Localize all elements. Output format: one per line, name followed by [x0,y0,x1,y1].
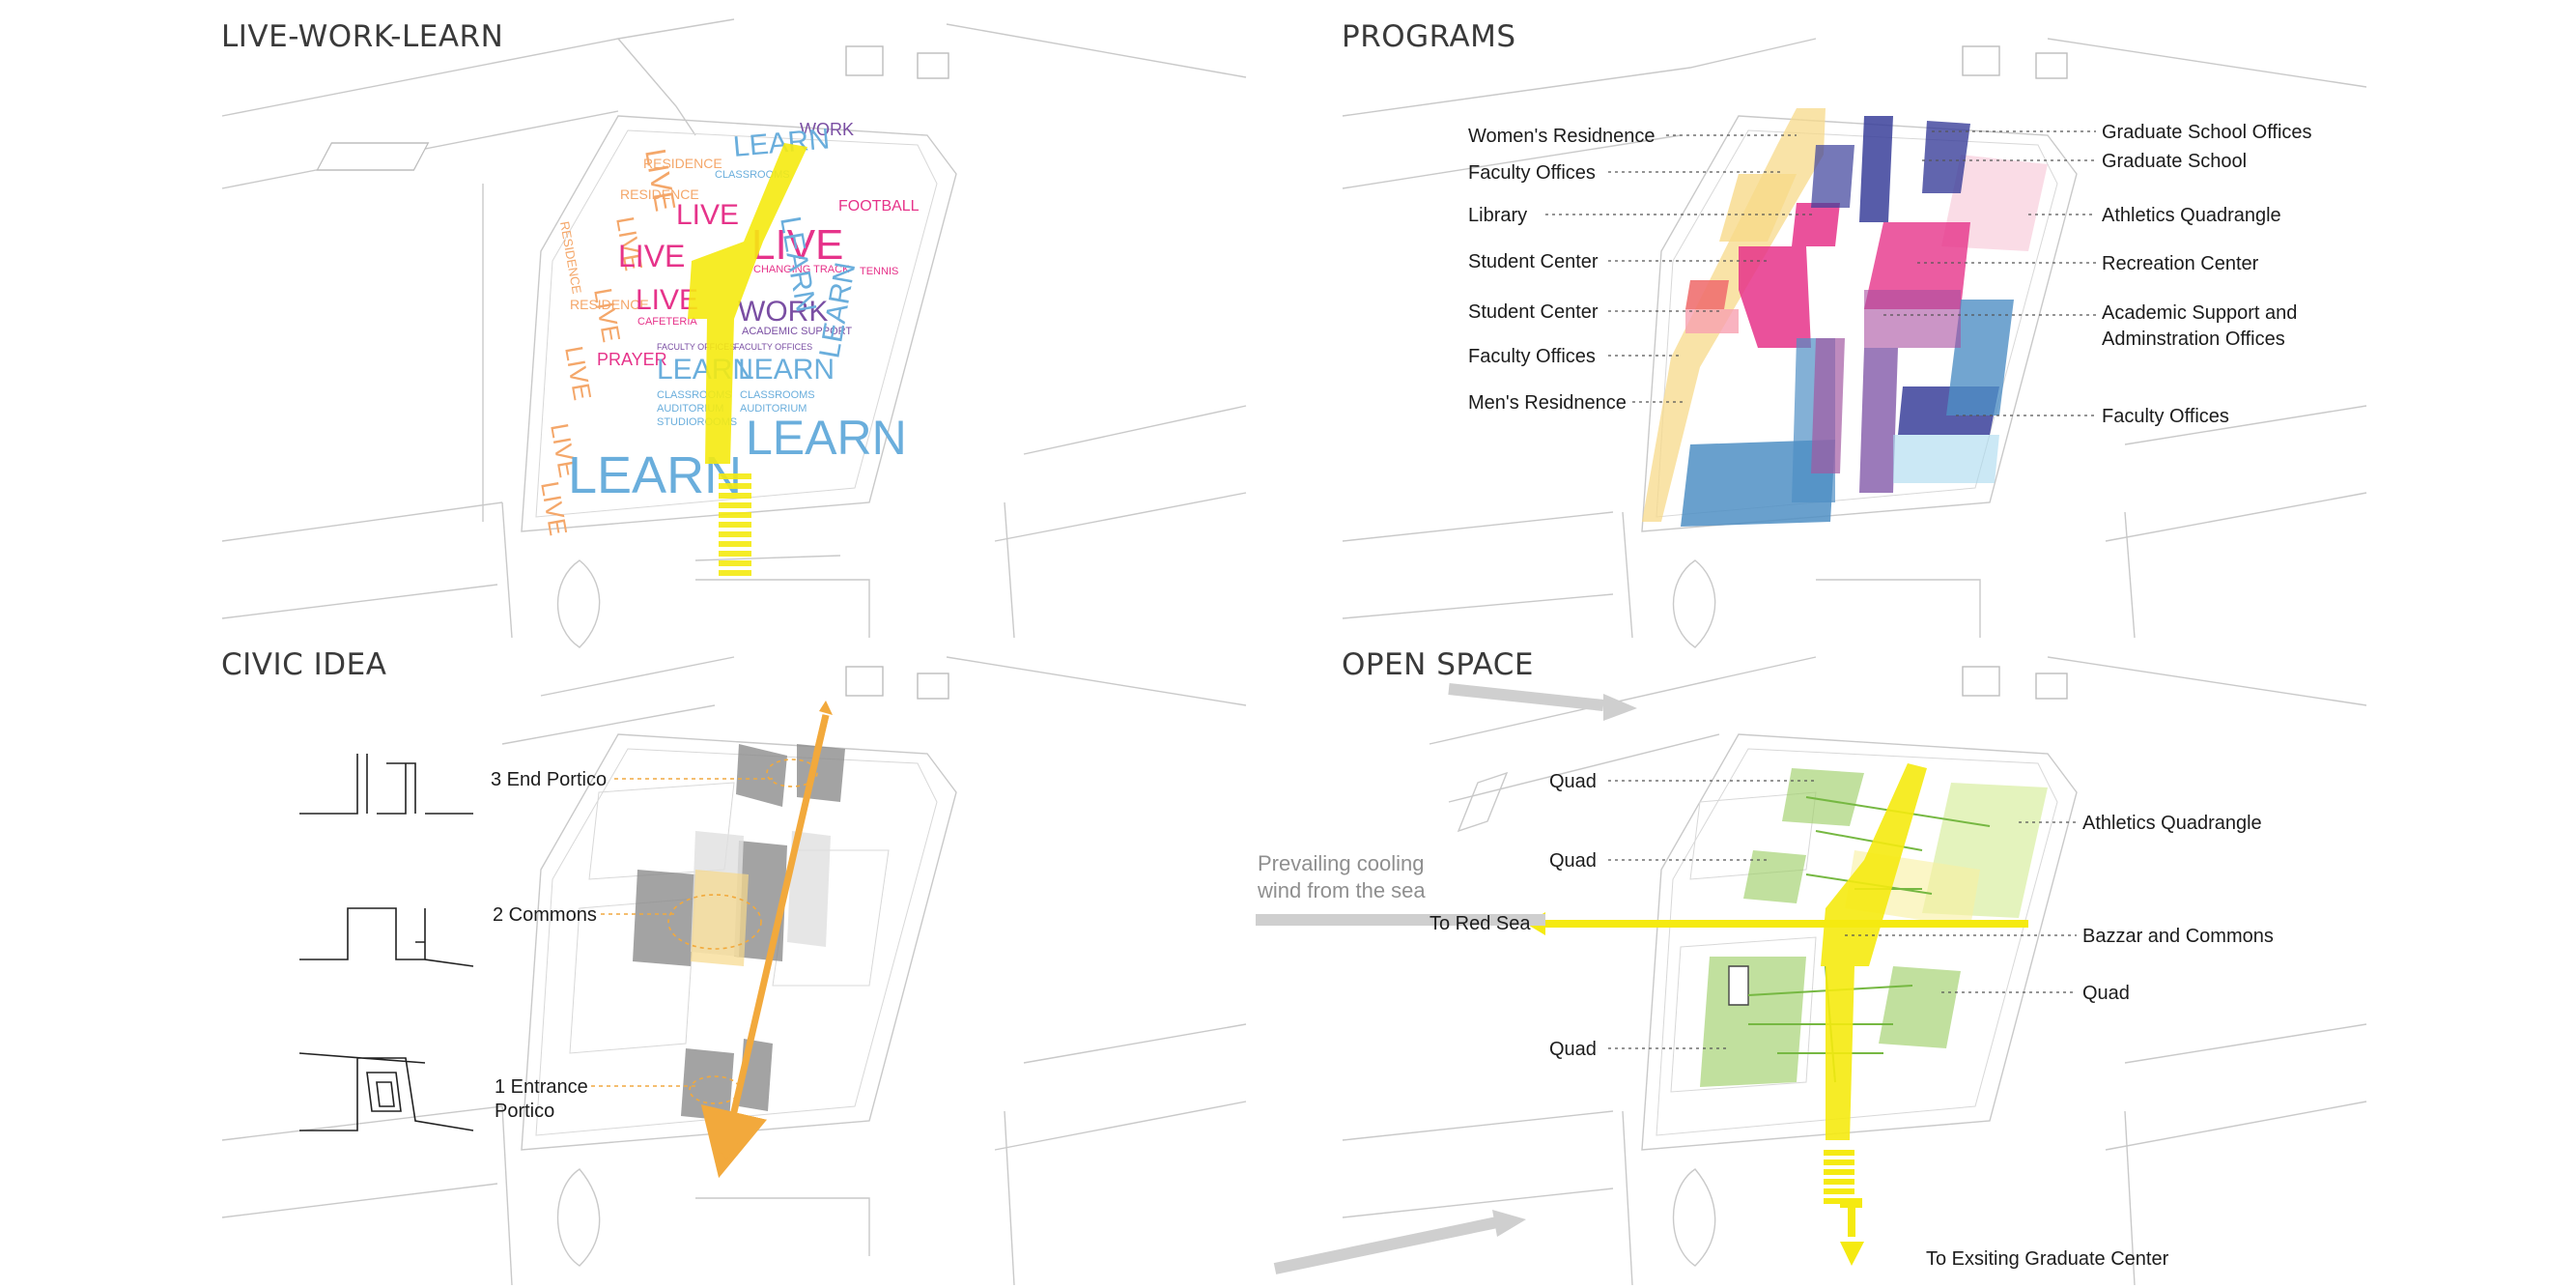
label-faculty-offices: Faculty Offices [1468,162,1596,184]
open-space-labels: Quad Quad Quad Athletics Quadrangle Bazz… [1257,771,2274,1270]
wind-label-line1: Prevailing cooling [1258,851,1424,875]
label-womens-residence: Women's Residnence [1468,126,1656,147]
academic-support-mass [1946,300,2014,415]
graduate-school-mass [1859,116,1893,222]
label-athletics-quadrangle: Athletics Quadrangle [2102,205,2281,226]
work-word: WORK [800,120,854,139]
context-blocks [1342,38,2367,648]
work-word-cloud: WORK WORK ACADEMIC SUPPORT FACULTY OFFIC… [657,120,854,352]
label-administration-offices: Adminstration Offices [2102,329,2285,350]
label-student-center: Student Center [1468,251,1599,272]
football-word: FOOTBALL [838,198,920,215]
residence-word: RESIDENCE [570,297,649,312]
program-leaders [1545,130,2096,416]
wind-arrows [1256,683,1637,1274]
faculty-offices-word: FACULTY OFFICES [657,342,735,352]
label-recreation-center: Recreation Center [2102,253,2259,274]
site-outline [521,733,957,1151]
label-mens-residence: Men's Residnence [1468,392,1627,414]
residence-word: RESIDENCE [620,186,699,202]
site-outline [1641,115,2078,532]
label-commons: 2 Commons [493,904,597,926]
academic-support-word: ACADEMIC SUPPORT [742,326,852,337]
learn-word: LEARN [746,411,907,465]
learn-word: LEARN [738,354,835,386]
label-student-center: Student Center [1468,301,1599,323]
program-labels-right: Graduate School Offices Graduate School … [2102,122,2312,427]
recreation-center-mass [1864,222,1970,309]
label-portico: Portico [495,1101,554,1122]
label-graduate-school-offices: Graduate School Offices [2102,122,2312,143]
label-to-graduate-center: To Exsiting Graduate Center [1926,1248,2169,1270]
context-blocks [1342,656,2367,1286]
site-outline [1641,733,2078,1151]
label-quad: Quad [1549,1039,1597,1060]
context-blocks [221,656,1247,1286]
circulation-spine [688,143,807,576]
label-academic-support: Academic Support and [2102,302,2297,324]
label-quad: Quad [1549,771,1597,792]
panel-open-space: Quad Quad Quad Athletics Quadrangle Bazz… [1256,647,2367,1286]
live-pink-word-cloud: LIVE LIVE LIVE CAFETERIA LIVE CHANGING T… [597,198,920,369]
civic-labels: 3 End Portico 2 Commons 1 Entrance Porti… [491,769,607,1122]
label-graduate-school: Graduate School [2102,151,2247,172]
open-space-leaders [1608,780,2077,1049]
program-labels-left: Women's Residnence Faculty Offices Libra… [1468,126,1656,414]
wind-label-line2: wind from the sea [1257,878,1426,902]
orange-axis [700,714,830,1179]
panel-civic-idea: 3 End Portico 2 Commons 1 Entrance Porti… [221,647,1247,1286]
site-outline [521,115,957,532]
quad-area [1700,957,1806,1087]
residence-word: RESIDENCE [643,156,722,171]
label-quad: Quad [1549,850,1597,872]
live-word: LIVE [676,199,739,231]
live-word: LIVE [588,286,626,345]
label-end-portico: 3 End Portico [491,769,607,790]
work-word: WORK [738,296,828,328]
label-to-red-sea: To Red Sea [1430,913,1531,934]
quad-area [1879,966,1961,1048]
library-mass [1792,203,1840,246]
quad-area [1782,768,1864,826]
civic-leaders [591,778,773,1087]
panel-programs: Women's Residnence Faculty Offices Libra… [1342,19,2367,648]
panel-title: OPEN SPACE [1342,647,1534,682]
live-word: LIVE [636,284,698,316]
label-entrance: 1 Entrance [495,1076,588,1098]
cafeteria-word: CAFETERIA [637,316,697,328]
program-masses [1642,108,2048,527]
student-center-mass [1739,246,1811,348]
changing-track-word: CHANGING TRACK [753,264,850,275]
label-library: Library [1468,205,1527,226]
label-faculty-offices: Faculty Offices [1468,346,1596,367]
section-sketches [298,754,474,1131]
residence-word: RESIDENCE [557,220,584,296]
panel-title: PROGRAMS [1342,19,1516,54]
learn-word: LEARN [657,354,753,386]
live-word: LIVE [618,239,685,273]
prayer-word: PRAYER [597,350,667,369]
portico-masses [633,744,845,1121]
label-faculty-offices: Faculty Offices [2102,406,2229,427]
quad-areas [1700,768,2048,1087]
classrooms-word: CLASSROOMS [740,389,815,401]
live-word: LIVE [559,344,597,403]
auditorium-word: AUDITORIUM [740,403,807,415]
label-bazzar-commons: Bazzar and Commons [2082,926,2274,947]
panel-title: CIVIC IDEA [221,647,386,682]
context-blocks [221,18,1247,648]
tennis-word: TENNIS [860,266,898,277]
label-athletics-quadrangle: Athletics Quadrangle [2082,813,2262,834]
panel-title: LIVE-WORK-LEARN [221,19,503,54]
label-quad: Quad [2082,983,2130,1004]
faculty-offices-word: FACULTY OFFICES [734,342,812,352]
quad-area [1743,850,1806,903]
panel-live-work-learn: LIVE RESIDENCE RESIDENCE LIVE LIVE RESID… [221,18,1247,648]
